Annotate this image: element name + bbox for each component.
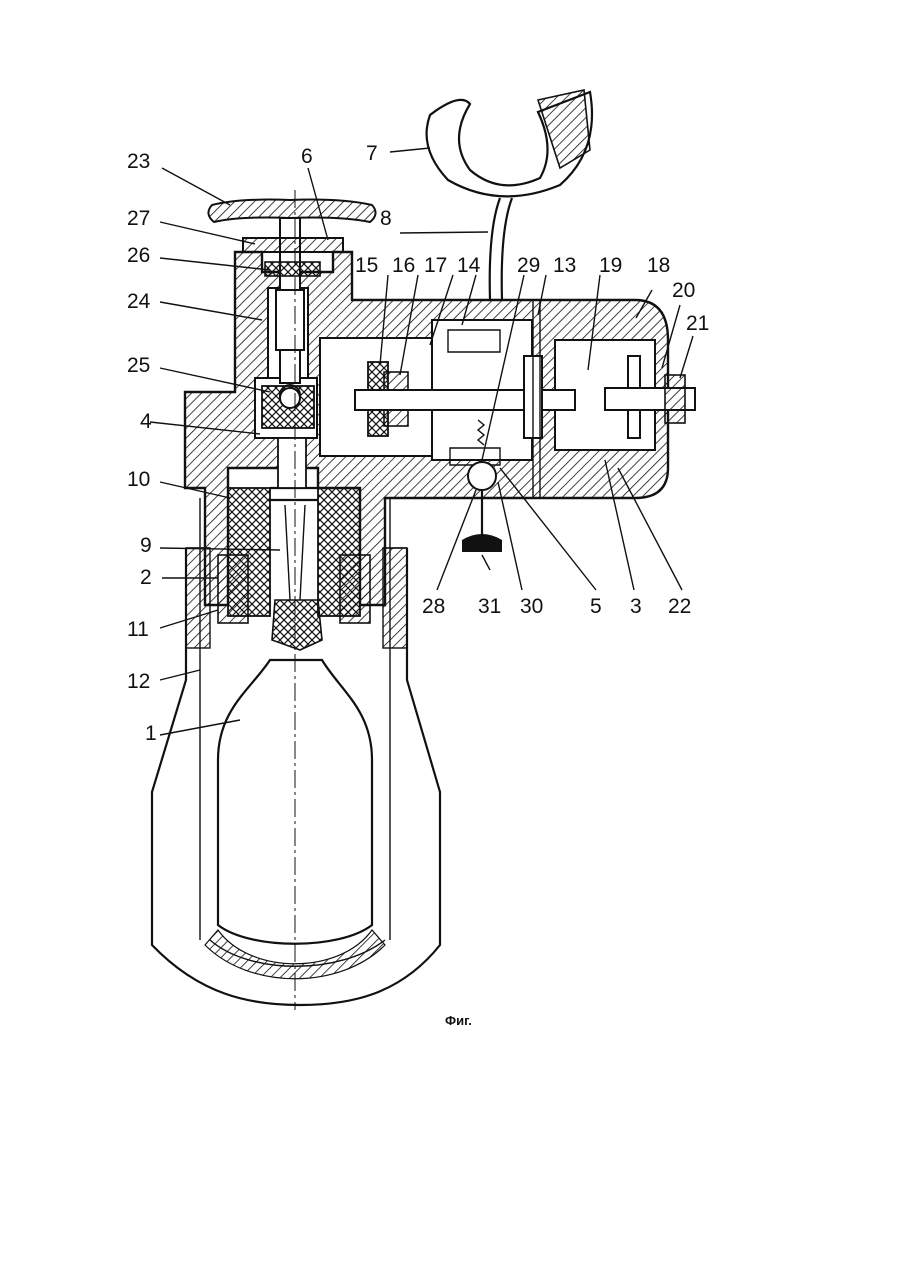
label-10: 10 <box>127 468 150 491</box>
label-21: 21 <box>686 312 709 335</box>
label-13: 13 <box>553 254 576 277</box>
label-1: 1 <box>145 722 157 745</box>
label-19: 19 <box>599 254 622 277</box>
label-22: 22 <box>668 595 691 618</box>
label-28: 28 <box>422 595 445 618</box>
label-14: 14 <box>457 254 481 277</box>
label-29: 29 <box>517 254 540 277</box>
label-31: 31 <box>478 595 501 618</box>
label-15: 15 <box>355 254 378 277</box>
label-12: 12 <box>127 670 150 693</box>
label-9: 9 <box>140 534 152 557</box>
figure-caption: Фиг. <box>445 1013 472 1028</box>
label-2: 2 <box>140 566 152 589</box>
label-27: 27 <box>127 207 150 230</box>
label-4: 4 <box>140 410 152 433</box>
outer-case <box>152 498 440 1005</box>
label-20: 20 <box>672 279 695 302</box>
label-18: 18 <box>647 254 670 277</box>
label-11: 11 <box>127 618 149 641</box>
label-25: 25 <box>127 354 150 377</box>
label-23: 23 <box>127 150 150 173</box>
label-8: 8 <box>380 207 392 230</box>
label-30: 30 <box>520 595 543 618</box>
label-3: 3 <box>630 595 642 618</box>
label-6: 6 <box>301 145 313 168</box>
label-5: 5 <box>590 595 602 618</box>
label-7: 7 <box>366 142 378 165</box>
label-24: 24 <box>127 290 151 313</box>
label-17: 17 <box>424 254 447 277</box>
label-16: 16 <box>392 254 415 277</box>
label-26: 26 <box>127 244 150 267</box>
